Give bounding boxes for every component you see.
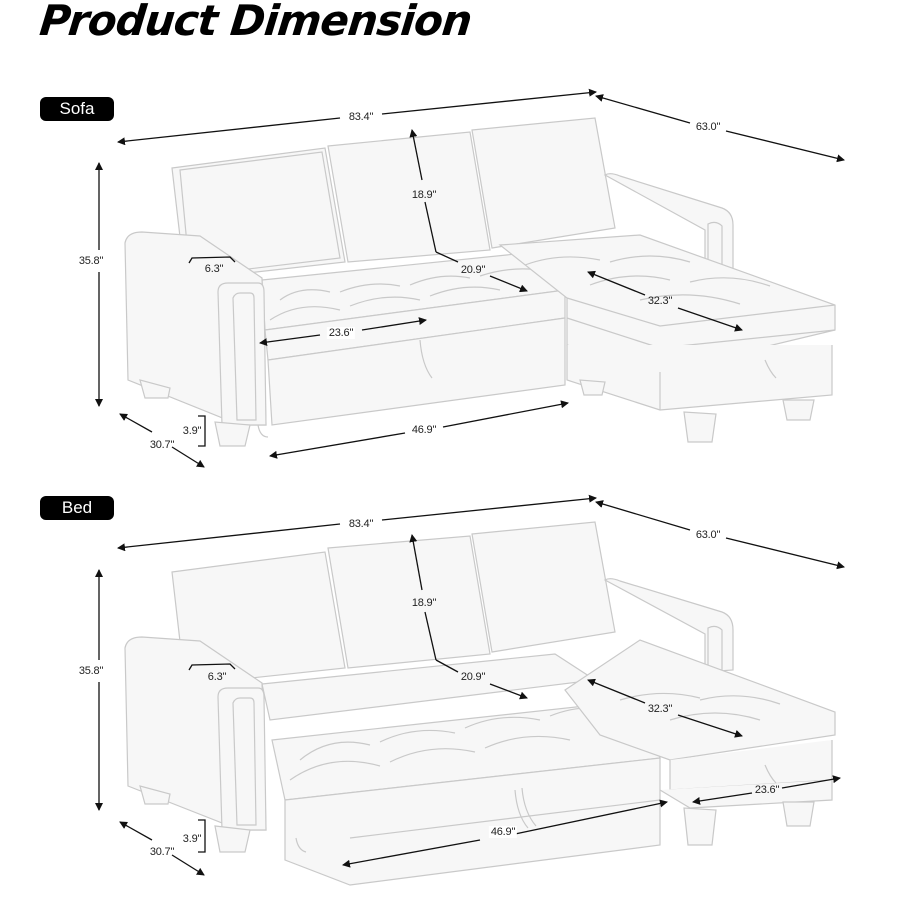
sofa-seat-depth-label: 20.9" — [460, 264, 486, 276]
bed-overall-width-label: 83.4" — [346, 518, 376, 530]
sofa-depth-label: 30.7" — [149, 439, 175, 451]
bed-dimension-lines — [95, 494, 845, 876]
bed-depth-label: 30.7" — [149, 846, 175, 858]
sofa-seat-width-label: 23.6" — [326, 327, 356, 339]
bed-height-label: 35.8" — [76, 665, 106, 677]
sofa-outline — [124, 117, 836, 447]
bed-chaise-depth-label: 63.0" — [693, 529, 723, 541]
sofa-overall-width-label: 83.4" — [346, 111, 376, 123]
sofa-leg-height-label: 3.9" — [182, 425, 202, 437]
bed-width-label: 46.9" — [488, 826, 518, 838]
bed-ottoman-width-label: 23.6" — [754, 784, 780, 796]
sofa-drawing — [95, 88, 845, 468]
sofa-height-label: 35.8" — [76, 255, 106, 267]
sofa-arm-width-label: 6.3" — [204, 263, 224, 275]
sofa-diagram: 83.4" 63.0" 35.8" 18.9" 20.9" 32.3" 6.3"… — [0, 0, 900, 468]
sofa-dimension-lines — [95, 88, 845, 468]
bed-badge: Bed — [40, 496, 114, 520]
sofa-back-height-label: 18.9" — [411, 189, 437, 201]
sofa-chaise-depth-label: 63.0" — [693, 121, 723, 133]
sofa-chaise-length-label: 32.3" — [647, 295, 673, 307]
bed-leg-height-label: 3.9" — [182, 833, 202, 845]
sofa-badge: Sofa — [40, 97, 114, 121]
bed-back-height-label: 18.9" — [411, 597, 437, 609]
bed-chaise-length-label: 32.3" — [647, 703, 673, 715]
bed-diagram: 83.4" 63.0" 35.8" 18.9" 20.9" 32.3" 6.3"… — [0, 400, 900, 900]
bed-seat-depth-label: 20.9" — [460, 671, 486, 683]
bed-outline — [124, 521, 836, 886]
bed-arm-width-label: 6.3" — [207, 671, 227, 683]
bed-drawing — [95, 494, 845, 886]
sofa-seat-front-width-label: 46.9" — [409, 424, 439, 436]
